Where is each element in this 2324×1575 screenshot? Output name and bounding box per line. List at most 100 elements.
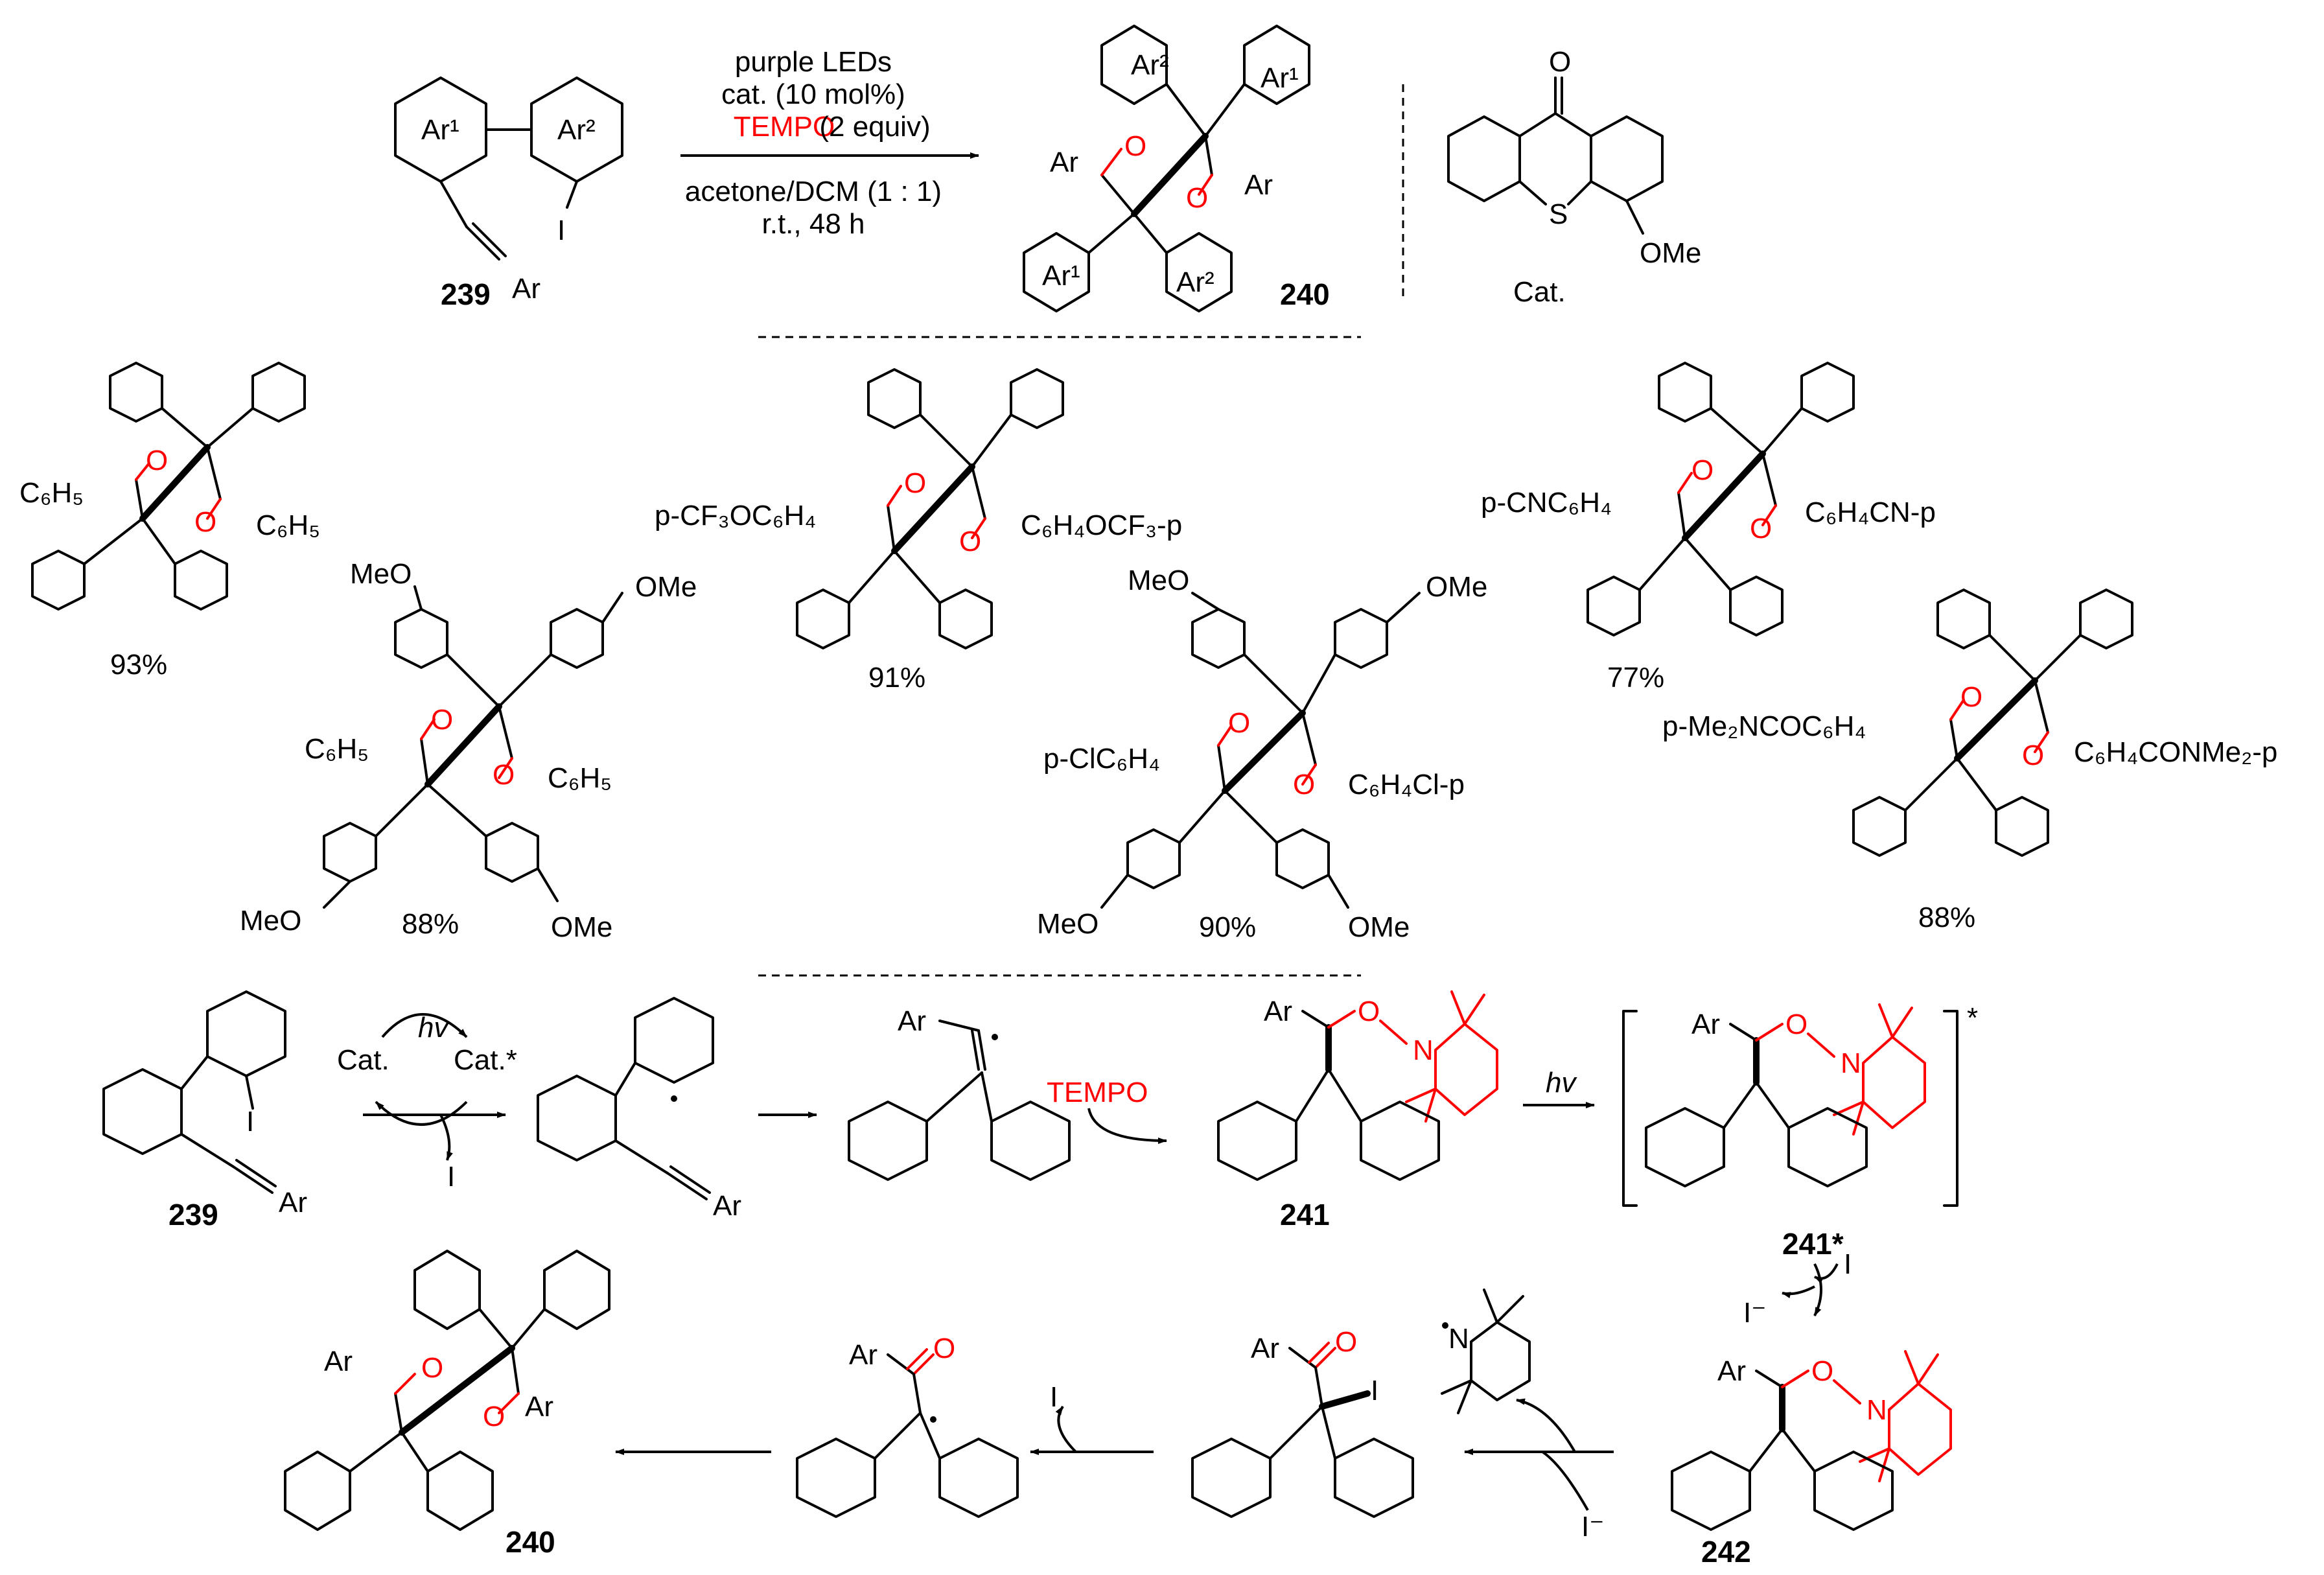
mech-vinyl-radical: Ar — [848, 1005, 1071, 1181]
ex4-left-group: C₆H₅ — [305, 733, 369, 765]
ex1-right-group: C₆H₅ — [256, 509, 320, 541]
final-o-2: O — [483, 1401, 505, 1432]
condition-tempo-equiv: (2 equiv) — [819, 111, 930, 143]
ex6-o-2: O — [2022, 740, 2044, 771]
mech-241: Ar O N 241 — [1217, 990, 1498, 1231]
tempo-addition-step: TEMPO — [1047, 1077, 1167, 1144]
acyl-ar: Ar — [849, 1339, 877, 1371]
iodine-loss-step: I — [1030, 1381, 1154, 1455]
m241-n: N — [1413, 1034, 1434, 1066]
ex4-o-1: O — [431, 704, 453, 736]
final-o-1: O — [421, 1352, 443, 1384]
ex5-meo-bottom-left: MeO — [1037, 908, 1098, 940]
ex5-right-group: C₆H₄Cl-p — [1348, 769, 1465, 800]
ex5-ome-top-right: OMe — [1426, 571, 1487, 603]
catalyst-ome-label: OMe — [1640, 237, 1701, 269]
mech-239-iodine: I — [246, 1106, 254, 1138]
iodine-radical-1: I — [447, 1161, 455, 1193]
mech-240-final: O Ar O Ar 240 — [284, 1250, 610, 1559]
ex3-yield: 77% — [1607, 662, 1664, 694]
catalyst-label: Cat. — [1513, 276, 1566, 308]
tempo-radical-n: N — [1448, 1323, 1469, 1355]
iodoketone-ar: Ar — [1251, 1333, 1279, 1364]
ex5-meo-top-left: MeO — [1128, 565, 1189, 596]
catalyst-s-label: S — [1549, 198, 1568, 230]
m241s-n: N — [1841, 1047, 1861, 1079]
ex1-left-group: C₆H₅ — [19, 477, 84, 509]
final-ar-left: Ar — [324, 1346, 353, 1377]
ex2-o-2: O — [959, 526, 981, 557]
iodine-transfer-step: I I⁻ — [1743, 1248, 1852, 1329]
m241s-label: 241* — [1782, 1227, 1844, 1261]
ex5-yield: 90% — [1199, 911, 1256, 943]
cat-label: Cat. — [337, 1044, 389, 1076]
example-3: O p-CNC₆H₄ O C₆H₄CN-p 77% — [1481, 362, 1936, 694]
mech-239: I Ar 239 — [102, 990, 307, 1231]
condition-solvent: acetone/DCM (1 : 1) — [685, 176, 942, 207]
mech-239-label: 239 — [168, 1198, 218, 1231]
iodide-2: I⁻ — [1581, 1511, 1604, 1543]
condition-catalyst: cat. (10 mol%) — [721, 78, 905, 110]
example-1: O C₆H₅ O C₆H₅ 93% — [19, 362, 320, 681]
mech-hv-step: hv — [1523, 1067, 1595, 1108]
substrate-239: Ar¹ Ar² I Ar 239 — [394, 76, 623, 311]
ex6-right-group: C₆H₄CONMe₂-p — [2074, 736, 2277, 768]
mech-242: Ar O N 242 — [1671, 1350, 1952, 1569]
ex4-meo-top-left: MeO — [350, 558, 412, 590]
ex4-ome-top-right: OMe — [635, 571, 697, 603]
mech-iodo-ketone: Ar O I — [1191, 1326, 1414, 1518]
substrate-ar-label: Ar — [512, 273, 540, 305]
ex3-o-2: O — [1750, 513, 1772, 544]
ex2-yield: 91% — [868, 662, 925, 694]
ex4-o-2: O — [493, 759, 515, 791]
cat-excited-label: Cat.* — [454, 1044, 517, 1076]
iodine-radical-3: I — [1050, 1381, 1058, 1413]
ex5-ome-bottom-right: OMe — [1348, 911, 1410, 943]
m241-ar: Ar — [1264, 996, 1292, 1027]
ex2-left-group: p-CF₃OC₆H₄ — [655, 500, 816, 531]
excited-star: * — [1967, 1002, 1978, 1034]
m242-label: 242 — [1701, 1535, 1751, 1569]
iodine-label: I — [557, 215, 565, 246]
ex5-left-group: p-ClC₆H₄ — [1043, 743, 1160, 775]
final-240-label: 240 — [505, 1525, 555, 1559]
ex2-o-1: O — [904, 467, 926, 499]
mech-239-ar: Ar — [279, 1187, 307, 1219]
catalyst-o-label: O — [1549, 46, 1571, 78]
product-o-2: O — [1186, 182, 1208, 214]
product-240: Ar² Ar¹ O Ar O Ar Ar¹ Ar² 240 — [1023, 25, 1330, 312]
final-ar-right: Ar — [525, 1391, 553, 1423]
reaction-conditions: purple LEDs cat. (10 mol%) TEMPO (2 equi… — [680, 46, 979, 240]
m241-label: 241 — [1280, 1198, 1330, 1231]
ex5-o-2: O — [1293, 769, 1315, 800]
ex1-o-1: O — [146, 445, 168, 476]
ex1-yield: 93% — [110, 649, 167, 681]
m242-ar: Ar — [1717, 1355, 1746, 1387]
tempo-label-mech: TEMPO — [1047, 1077, 1148, 1108]
ex4-ome-bottom-right: OMe — [551, 911, 612, 943]
m242-o: O — [1811, 1355, 1833, 1387]
ex6-yield: 88% — [1918, 902, 1975, 933]
photocatalytic-cycle: Cat. Cat.* hv I — [337, 1012, 517, 1193]
example-6: O p-Me₂NCOC₆H₄ O C₆H₄CONMe₂-p 88% — [1662, 589, 2277, 933]
mech-241-excited: * Ar O N 241* — [1622, 1002, 1978, 1261]
condition-time: r.t., 48 h — [762, 208, 865, 240]
ex6-left-group: p-Me₂NCOC₆H₄ — [1662, 710, 1866, 742]
product-ar2-top: Ar² — [1131, 49, 1169, 81]
iodine-radical-2: I — [1844, 1248, 1852, 1280]
catalyst-thioxanthone: O S OMe Cat. — [1447, 46, 1701, 308]
ex3-o-1: O — [1691, 454, 1714, 486]
tempo-elimination-step: I⁻ N — [1441, 1289, 1614, 1543]
compound-240-label: 240 — [1280, 277, 1330, 311]
example-2: O p-CF₃OC₆H₄ O C₆H₄OCF₃-p 91% — [655, 368, 1182, 694]
ex3-right-group: C₆H₄CN-p — [1805, 496, 1936, 528]
example-4: MeO OMe O C₆H₅ O C₆H₅ MeO OMe 88% — [240, 558, 697, 943]
m241s-ar: Ar — [1691, 1009, 1720, 1040]
ex3-left-group: p-CNC₆H₄ — [1481, 487, 1612, 519]
ex2-right-group: C₆H₄OCF₃-p — [1021, 509, 1182, 541]
iodoketone-i: I — [1371, 1375, 1378, 1406]
m241s-o: O — [1785, 1009, 1807, 1040]
ex1-o-2: O — [194, 506, 216, 538]
mech-aryl-radical: Ar — [537, 997, 741, 1222]
